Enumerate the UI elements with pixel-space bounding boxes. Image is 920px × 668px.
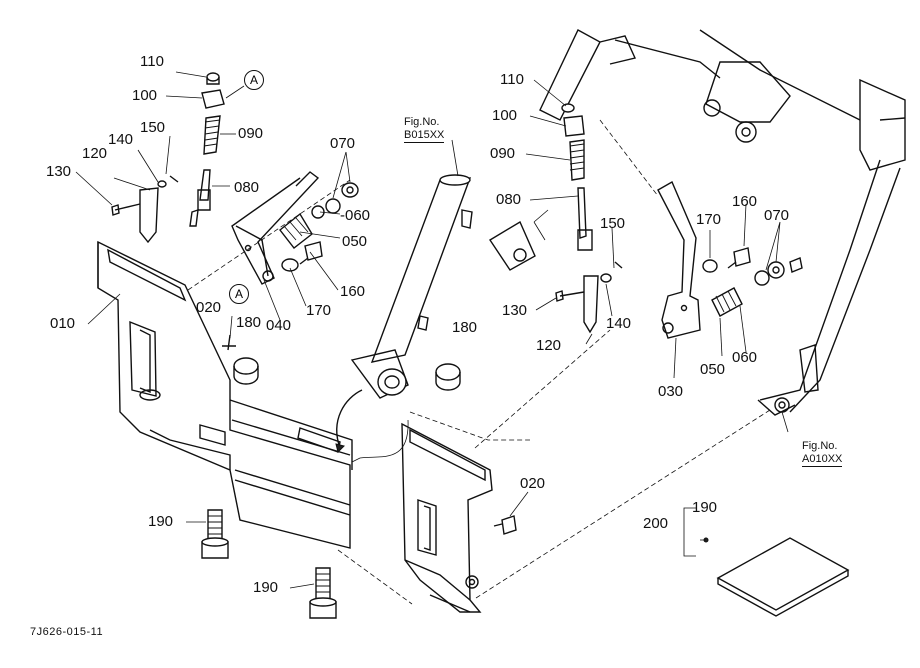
part-number-170-left: 170 bbox=[306, 302, 332, 319]
part-number-010: 010 bbox=[50, 315, 76, 332]
lift-arm bbox=[350, 174, 473, 399]
part-number-100-left: 100 bbox=[132, 87, 158, 104]
part-number-190-bolt-b: 190 bbox=[253, 579, 279, 596]
callout-a-top: A bbox=[244, 70, 264, 90]
fig-ref-upper: Fig.No. B015XX bbox=[404, 116, 445, 144]
part-number-160-left: 160 bbox=[340, 283, 366, 300]
part-number-100-right: 100 bbox=[492, 107, 518, 124]
part-number-090-right: 090 bbox=[490, 145, 516, 162]
leader-lines bbox=[75, 71, 789, 605]
part-number-130-right: 130 bbox=[502, 302, 528, 319]
mounting-bracket bbox=[97, 240, 493, 613]
part-number-150-left: 150 bbox=[140, 119, 166, 136]
part-number-140-left: 140 bbox=[108, 131, 134, 148]
left-rod-assembly bbox=[111, 72, 225, 244]
part-number-180-left: 180 bbox=[236, 314, 262, 331]
right-hardware bbox=[435, 247, 803, 535]
part-number-080-right: 080 bbox=[496, 191, 522, 208]
part-number-020-left: 020 bbox=[196, 299, 222, 316]
fig-ref-lower-code: A010XX bbox=[802, 453, 843, 468]
part-number-120-left: 120 bbox=[82, 145, 108, 162]
part-number-050-right: 050 bbox=[700, 361, 726, 378]
part-number-190-bolt-a: 190 bbox=[148, 513, 174, 530]
control-lever-right bbox=[657, 181, 701, 339]
part-number-140-right: 140 bbox=[606, 315, 632, 332]
part-number-090-left: 090 bbox=[238, 125, 264, 142]
drawing-code: 7J626-015-11 bbox=[30, 626, 104, 638]
fig-ref-upper-title: Fig.No. bbox=[404, 116, 440, 128]
part-number-030: 030 bbox=[658, 383, 684, 400]
part-number-130-left: 130 bbox=[46, 163, 72, 180]
left-hardware bbox=[233, 182, 359, 385]
part-number-170-right: 170 bbox=[696, 211, 722, 228]
loader-arm-frame bbox=[539, 29, 906, 416]
part-number-060-right: 060 bbox=[732, 349, 758, 366]
part-number-200: 200 bbox=[643, 515, 669, 532]
part-number-150-right: 150 bbox=[600, 215, 626, 232]
operator-manual bbox=[703, 537, 850, 617]
part-number-060-left: -060 bbox=[340, 207, 371, 224]
fig-ref-lower-title: Fig.No. bbox=[802, 440, 838, 452]
part-number-080-left: 080 bbox=[234, 179, 260, 196]
part-number-070-left: 070 bbox=[330, 135, 356, 152]
part-number-110-left: 110 bbox=[140, 53, 164, 70]
part-number-160-right: 160 bbox=[732, 193, 758, 210]
part-number-190-manual: 190 bbox=[692, 499, 718, 516]
part-number-120-right: 120 bbox=[536, 337, 562, 354]
part-number-050-left: 050 bbox=[342, 233, 368, 250]
fig-ref-upper-code: B015XX bbox=[404, 129, 445, 144]
callout-a-lever: A bbox=[229, 284, 249, 304]
part-number-040-left: 040 bbox=[266, 317, 292, 334]
part-number-110-right: 110 bbox=[500, 71, 524, 88]
fig-ref-lower: Fig.No. A010XX bbox=[802, 440, 843, 468]
part-number-070-right: 070 bbox=[764, 207, 790, 224]
right-rod-assembly bbox=[489, 103, 623, 334]
bolts bbox=[201, 509, 337, 619]
part-number-020-right: 020 bbox=[520, 475, 546, 492]
part-number-180-right: 180 bbox=[452, 319, 478, 336]
